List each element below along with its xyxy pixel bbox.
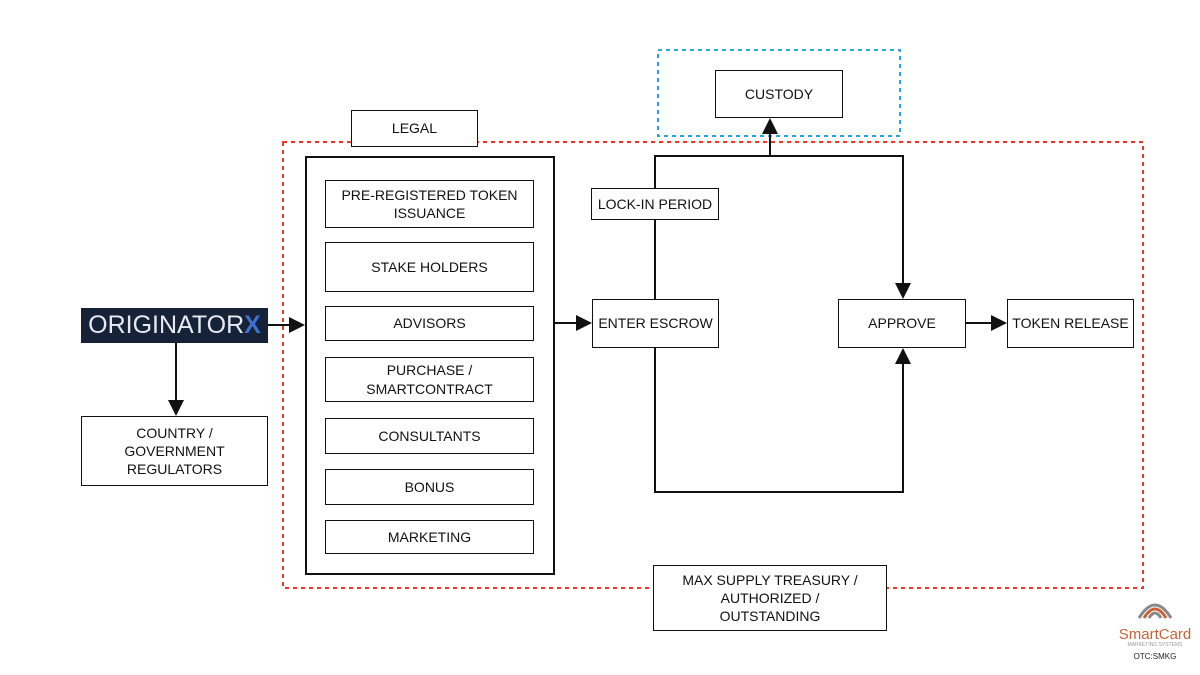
legal-item: CONSULTANTS [325,418,534,454]
brand-name: SmartCard [1118,626,1192,643]
legal-item: BONUS [325,469,534,505]
legal-item: ADVISORS [325,306,534,341]
loop-bottom [654,348,911,493]
treasury-box: MAX SUPPLY TREASURY / AUTHORIZED / OUTST… [653,565,887,631]
legal-item: PURCHASE / SMARTCONTRACT [325,357,534,402]
lockin-period-box: LOCK-IN PERIOD [591,188,719,220]
enter-escrow-box: ENTER ESCROW [592,299,719,348]
custody-box: CUSTODY [715,70,843,118]
legal-item: STAKE HOLDERS [325,242,534,292]
token-release-box: TOKEN RELEASE [1007,299,1134,348]
legal-item: MARKETING [325,520,534,554]
blue-dashed-boundary [657,49,901,137]
country-regulators-box: COUNTRY / GOVERNMENT REGULATORS [81,416,268,486]
logo-accent: X [244,311,261,339]
approve-box: APPROVE [838,299,966,348]
brand-sub: MARKETING SYSTEMS [1127,642,1183,648]
legal-label-box: LEGAL [351,110,478,147]
smartcard-emblem-icon [1137,603,1173,619]
smartcard-logo: SmartCard MARKETING SYSTEMS OTC:SMKG [1112,598,1198,661]
legal-item: PRE-REGISTERED TOKEN ISSUANCE [325,180,534,228]
loop-top [654,155,911,299]
brand-ticker: OTC:SMKG [1133,652,1177,661]
logo-text: ORIGINATOR [88,311,245,339]
